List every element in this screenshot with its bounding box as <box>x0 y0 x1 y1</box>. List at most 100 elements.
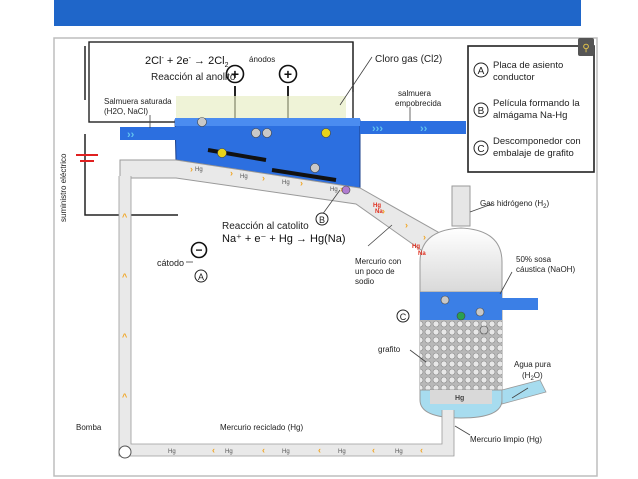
anolyte-equation: 2Cl- + 2e- → 2Cl2 <box>145 55 229 69</box>
svg-text:Placa de asiento: Placa de asiento <box>493 60 563 71</box>
leader-naoh <box>499 271 513 295</box>
svg-text:⚲: ⚲ <box>582 43 589 54</box>
leader-hydrogen <box>469 203 493 213</box>
hg-arrow: ‹ <box>318 445 321 455</box>
hg-tag: Hg <box>240 174 248 180</box>
marker-b: B <box>315 212 329 226</box>
hg-tag: Hg <box>338 449 346 455</box>
svg-text:B: B <box>319 215 325 225</box>
hg-arrow: ^ <box>122 332 128 342</box>
leader-graphite <box>409 349 427 363</box>
sodium-ion <box>262 128 272 138</box>
naoh-label: 50% sosa <box>516 255 552 264</box>
svg-text:+: + <box>231 66 239 82</box>
hgna-tag: Hg <box>412 244 420 250</box>
mercury-return-inner <box>130 176 443 445</box>
hg-arrow: › <box>230 168 233 178</box>
brine-outlet <box>360 121 466 134</box>
anodes-label: ánodos <box>249 55 275 64</box>
hydrogen-stack <box>451 185 471 227</box>
slide-nav-icon[interactable]: ⚲ <box>578 38 594 56</box>
svg-text:C: C <box>477 144 484 155</box>
hydroxide-ion <box>456 311 466 321</box>
marker-c: C <box>396 309 410 323</box>
leader-mercury-sodium <box>367 224 393 247</box>
hydroxide-ion <box>440 295 450 305</box>
brine-in-label: (H2O, NaCl) <box>104 107 148 116</box>
svg-text:Película formando la: Película formando la <box>493 98 580 109</box>
svg-text:Descomponedor con: Descomponedor con <box>493 136 581 147</box>
pump-label: Bomba <box>76 423 102 432</box>
legend-item-c: C Descomponedor con embalaje de grafito <box>473 136 581 159</box>
naoh-outlet <box>502 298 538 310</box>
leader-clean <box>454 425 471 436</box>
chloride-ion <box>310 163 320 173</box>
chloride-ion <box>217 148 227 158</box>
hg-arrow: › <box>300 178 303 188</box>
chloride-ion <box>197 117 207 127</box>
hg-arrow: ‹ <box>372 445 375 455</box>
hg-tag: Hg <box>168 449 176 455</box>
hg-tag: Hg <box>282 180 290 186</box>
svg-text:conductor: conductor <box>493 72 535 83</box>
hg-arrow: ‹ <box>212 445 215 455</box>
graphite-label: grafito <box>378 345 401 354</box>
anode-plus-2: + <box>278 64 298 84</box>
pump[interactable] <box>118 445 132 459</box>
hg-tag: Hg <box>282 449 290 455</box>
hydroxide-ion <box>475 307 485 317</box>
marker-a: A <box>194 269 208 283</box>
mercury-sodium-label: sodio <box>355 277 375 286</box>
hg-tag: Hg <box>225 449 233 455</box>
svg-text:C: C <box>400 312 407 322</box>
hgna-tag: Na <box>375 209 383 215</box>
hg-arrow: › <box>382 206 385 216</box>
brine-arrow: ›› <box>420 123 428 135</box>
hydroxide-ion <box>479 325 489 335</box>
hg-arrow: › <box>262 173 265 183</box>
hg-arrow: › <box>340 184 343 194</box>
decomposer-dome <box>419 227 503 293</box>
hg-arrow: › <box>190 164 193 174</box>
hg-arrow: ^ <box>122 212 128 222</box>
graphite-packing <box>420 320 502 390</box>
leader-chlorine <box>339 56 373 106</box>
hg-pool-tag: Hg <box>455 395 464 402</box>
svg-text:embalaje de grafito: embalaje de grafito <box>493 148 574 159</box>
chloride-ion <box>321 128 331 138</box>
catolyte-label: Reacción al catolito <box>222 221 309 232</box>
brine-arrow: ›› <box>127 129 135 141</box>
mercury-pool <box>430 390 492 404</box>
naoh-label: cáustica (NaOH) <box>516 265 575 274</box>
hg-tag: Hg <box>330 187 338 193</box>
mercury-return-loop <box>119 176 454 456</box>
hgna-tag: Hg <box>373 203 381 209</box>
hg-arrow: ‹ <box>420 445 423 455</box>
brine-arrow: ››› <box>372 123 383 135</box>
hydrogen-label: Gas hidrógeno (H2) <box>480 199 550 210</box>
cell-top <box>175 118 360 126</box>
hg-arrow: › <box>405 220 408 230</box>
brine-in-label: Salmuera saturada <box>104 97 172 106</box>
legend: A Placa de asiento conductor B Película … <box>467 45 595 173</box>
svg-text:A: A <box>198 272 204 282</box>
svg-text:+: + <box>284 66 292 82</box>
anolyte-label: Reacción al anolito <box>151 72 236 83</box>
anode-plus-1: + <box>225 64 245 84</box>
brine-out-label: empobrecida <box>395 99 442 108</box>
sodium-ion <box>341 185 351 195</box>
chlorine-zone <box>176 96 346 118</box>
cathode-plate-2 <box>271 168 337 182</box>
mercury-sodium-label: un poco de <box>355 267 395 276</box>
chloride-ion <box>251 128 261 138</box>
legend-box <box>467 45 595 173</box>
mercury-flow-arrows: › › › › › › › › ‹ ‹ ‹ ‹ ‹ ^ ^ ^ ^ <box>122 164 426 455</box>
hg-tag: Hg <box>195 167 203 173</box>
recycled-label: Mercurio reciclado (Hg) <box>220 423 303 432</box>
hg-arrow: ^ <box>122 272 128 282</box>
leader-catolyte <box>321 189 341 216</box>
water-inlet <box>501 379 547 405</box>
hgna-tag: Na <box>418 251 426 257</box>
